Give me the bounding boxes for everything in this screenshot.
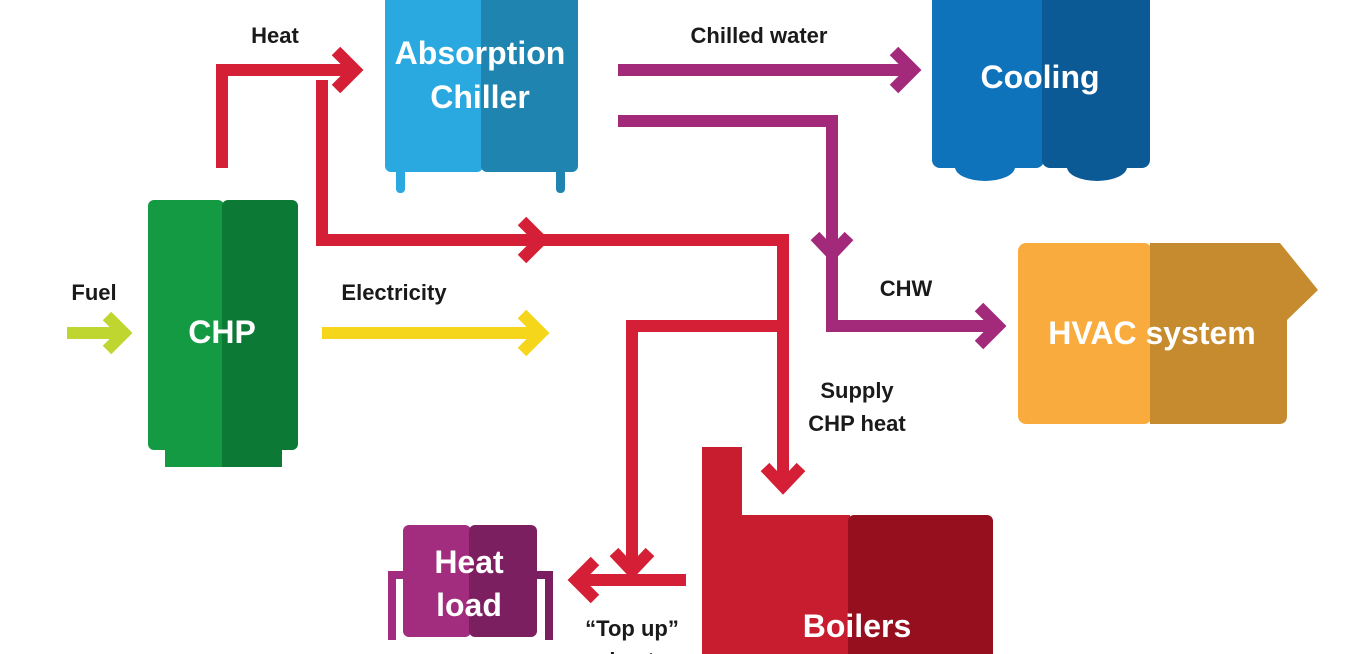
chp-label: CHP xyxy=(188,314,256,350)
chp-body-left xyxy=(148,200,224,450)
chw-arrowhead-mid xyxy=(810,231,854,263)
chiller-body-right xyxy=(481,0,578,172)
chiller-leg-right xyxy=(556,165,565,193)
heat-line-to-heat-load xyxy=(626,320,783,566)
cooling-body-right xyxy=(1042,0,1150,168)
flow-labels: Fuel Heat Electricity Chilled water CHW … xyxy=(71,23,932,654)
fuel-line xyxy=(67,311,133,355)
heat-flow-lines xyxy=(216,46,806,604)
hvac-unit: HVAC system xyxy=(1018,243,1318,424)
heat-arrowhead-heat-load-down xyxy=(609,547,655,580)
supply-chp-heat-label-line2: CHP heat xyxy=(808,411,906,436)
cooling-body-left xyxy=(932,0,1044,168)
top-up-label-line2: heat xyxy=(609,648,655,654)
heat-load-body-right xyxy=(469,525,537,637)
cooling-label: Cooling xyxy=(980,59,1099,95)
chp-base-left xyxy=(165,445,224,467)
heat-load-label-line2: load xyxy=(436,587,502,623)
hvac-label: HVAC system xyxy=(1048,315,1255,351)
chp-base-right xyxy=(222,445,282,467)
heat-load-body-left xyxy=(403,525,471,637)
heat-label: Heat xyxy=(251,23,299,48)
absorption-chiller-unit: Absorption Chiller xyxy=(385,0,578,193)
chiller-label-line2: Chiller xyxy=(430,79,530,115)
heat-arrowhead-mid xyxy=(517,216,550,264)
hvac-body-left xyxy=(1018,243,1152,424)
cooling-unit: Cooling xyxy=(932,0,1150,181)
top-up-arrowhead xyxy=(567,556,600,604)
cooling-foot-left xyxy=(955,153,1015,181)
heat-arrowhead-boilers xyxy=(760,462,806,495)
supply-chp-heat-label-line1: Supply xyxy=(820,378,894,403)
fuel-arrowhead xyxy=(102,311,133,355)
heat-load-unit: Heat load xyxy=(388,525,553,640)
heat-line-chp-to-chiller xyxy=(216,64,348,168)
cooling-foot-right xyxy=(1067,153,1127,181)
chiller-leg-left xyxy=(396,165,405,193)
chilled-water-lines xyxy=(618,46,1007,350)
heat-line-to-boilers xyxy=(316,80,789,478)
fuel-label: Fuel xyxy=(71,280,116,305)
chp-body-right xyxy=(222,200,298,450)
chilled-water-label: Chilled water xyxy=(691,23,828,48)
chw-label: CHW xyxy=(880,276,933,301)
heat-load-handle-right xyxy=(535,571,553,640)
boilers-unit: Boilers xyxy=(702,447,993,654)
heat-load-handle-left xyxy=(388,571,405,640)
heat-arrowhead-chiller xyxy=(331,46,364,94)
chiller-body-left xyxy=(385,0,483,172)
electricity-line xyxy=(322,309,550,357)
boilers-body-left xyxy=(702,447,850,654)
electricity-label: Electricity xyxy=(341,280,447,305)
chilled-water-arrowhead xyxy=(889,46,922,94)
boilers-body-right xyxy=(848,515,993,654)
electricity-arrowhead xyxy=(517,309,550,357)
boilers-label: Boilers xyxy=(803,608,911,644)
heat-load-label-line1: Heat xyxy=(434,544,504,580)
chp-unit: CHP xyxy=(148,200,298,467)
hvac-body-right xyxy=(1150,243,1318,424)
chiller-label-line1: Absorption xyxy=(395,35,566,71)
top-up-label-line1: “Top up” xyxy=(585,616,679,641)
chw-line-to-hvac xyxy=(618,115,992,332)
chw-arrowhead-hvac xyxy=(974,302,1007,350)
